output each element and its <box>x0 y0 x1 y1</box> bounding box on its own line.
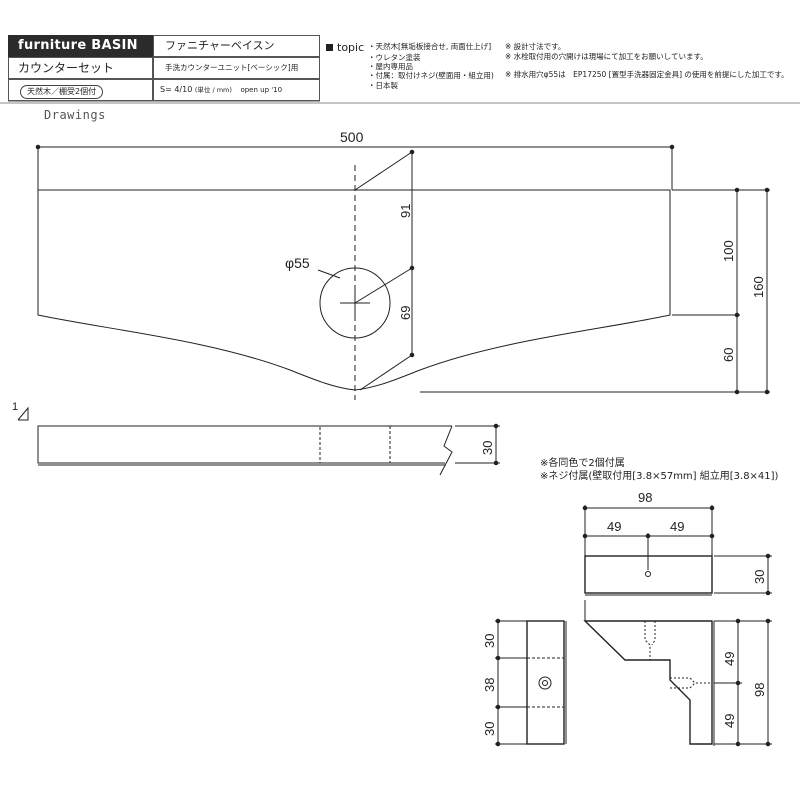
material-badge: 天然木／棚受2個付 <box>20 85 104 99</box>
bracket-front-block <box>526 620 565 745</box>
dimension-dot <box>734 312 740 318</box>
bracket-note-2: ※ネジ付属(壁取付用[3.8×57mm] 組立用[3.8×41]) <box>540 469 779 482</box>
note-line: ※ 設計寸法です。 <box>505 42 566 51</box>
dim-30-right-label: 30 <box>752 570 767 584</box>
counter-outline <box>37 189 671 391</box>
header-cell-desc <box>153 57 320 79</box>
dimension-dot <box>765 741 771 747</box>
dimension-dot <box>493 460 499 466</box>
drain-hole <box>319 267 391 339</box>
dim-38-label: 38 <box>482 678 497 692</box>
topic-item: ・ウレタン塗装 <box>368 53 421 62</box>
bracket-side-outline <box>583 620 713 745</box>
bracket-top-block <box>584 555 713 594</box>
dimension-dot <box>495 618 501 624</box>
dimension-dot <box>495 704 501 710</box>
dimension-dot <box>765 590 771 596</box>
section-marker <box>17 406 29 421</box>
dimension-dot <box>735 618 741 624</box>
dimension-dot <box>734 187 740 193</box>
width-label: 500 <box>340 129 364 145</box>
dim-30-left-bottom-label: 30 <box>482 722 497 736</box>
dimension-dot <box>495 655 501 661</box>
dimension-dot <box>709 533 715 539</box>
scale-value: S= 4/10 <box>160 85 193 94</box>
counter-top-view <box>35 144 770 400</box>
dim-60-label: 60 <box>721 348 736 362</box>
topic-label: topic <box>337 41 365 54</box>
dimension-dot <box>734 389 740 395</box>
note-line: ※ 水栓取付用の穴開けは現場にて加工をお願いしています。 <box>505 52 708 61</box>
dimension-dot <box>582 533 588 539</box>
topic-item: ・屋内専用品 <box>368 62 413 71</box>
section-marker-label: 1 <box>12 401 18 413</box>
dimension-dot <box>409 265 415 271</box>
screw-hole-icon <box>542 680 548 686</box>
diagonal-leader <box>354 151 413 191</box>
product-description: 手洗カウンターユニット[ベーシック]用 <box>165 63 299 72</box>
dim-49-r1-label: 49 <box>722 652 737 666</box>
hole-leader <box>317 269 341 279</box>
dimension-dot <box>493 423 499 429</box>
diagonal-leader <box>354 267 413 304</box>
bracket-top-view <box>582 505 772 596</box>
counter-front-outline <box>37 425 452 464</box>
dim-69-label: 69 <box>398 306 413 320</box>
dimension-dot <box>735 741 741 747</box>
dim-49-b-label: 49 <box>670 519 684 534</box>
dim-98-right-label: 98 <box>752 683 767 697</box>
dimension-dot <box>764 389 770 395</box>
product-name: ファニチャーベイスン <box>165 39 275 52</box>
brand-label: furniture BASIN <box>8 35 153 57</box>
topic-item: ・日本製 <box>368 81 398 90</box>
counter-front-view <box>17 406 500 476</box>
bracket-note-1: ※各同色で2個付属 <box>540 456 625 469</box>
date-value: open up '10 <box>240 86 283 94</box>
dimension-dot <box>582 505 588 511</box>
header-cell-set <box>8 57 153 79</box>
header-cell-product <box>153 35 320 57</box>
dimension-dot <box>735 680 741 686</box>
topic-item: ・付属：取付けネジ(壁面用・組立用) <box>368 71 494 80</box>
screw-hidden-line <box>670 677 712 689</box>
screw-hole-icon <box>538 676 552 690</box>
dimension-dot <box>764 187 770 193</box>
dimension-dot <box>709 505 715 511</box>
dim-98-top-label: 98 <box>638 490 652 505</box>
unit-value: (単位 / mm) <box>194 86 232 94</box>
topic-heading: topic <box>326 42 364 53</box>
dim-49-r2-label: 49 <box>722 714 737 728</box>
bracket-side-view <box>583 600 772 747</box>
screw-hole-icon <box>645 571 651 577</box>
dimension-dot <box>495 741 501 747</box>
scale-text: S= 4/10 (単位 / mm) open up '10 <box>160 86 282 94</box>
set-name: カウンターセット <box>18 61 115 75</box>
dim-49-a-label: 49 <box>607 519 621 534</box>
drawings-label: Drawings <box>44 108 106 122</box>
note-line: ※ 排水用穴φ55は EP17250 [置型手洗器固定金具] の使用を前提にした… <box>505 70 789 79</box>
diagonal-leader <box>359 354 413 391</box>
topic-item: ・天然木[無垢板接合せ, 両面仕上げ] <box>368 42 492 51</box>
dim-91-label: 91 <box>398 204 413 218</box>
dimension-dot <box>765 553 771 559</box>
dimension-dot <box>765 618 771 624</box>
hole-hidden-line <box>319 425 391 464</box>
dim-100-label: 100 <box>721 240 736 262</box>
screw-hidden-line <box>644 621 656 660</box>
front-thickness-label: 30 <box>480 441 495 455</box>
hole-label: φ55 <box>285 255 310 271</box>
dim-160-label: 160 <box>751 276 766 298</box>
dim-30-left-top-label: 30 <box>482 634 497 648</box>
square-bullet-icon <box>326 44 333 51</box>
bracket-front-view <box>495 618 567 747</box>
dimension-dot <box>645 533 651 539</box>
dimension-dot <box>409 149 415 155</box>
break-line <box>439 425 453 476</box>
dimension-dot <box>409 352 415 358</box>
